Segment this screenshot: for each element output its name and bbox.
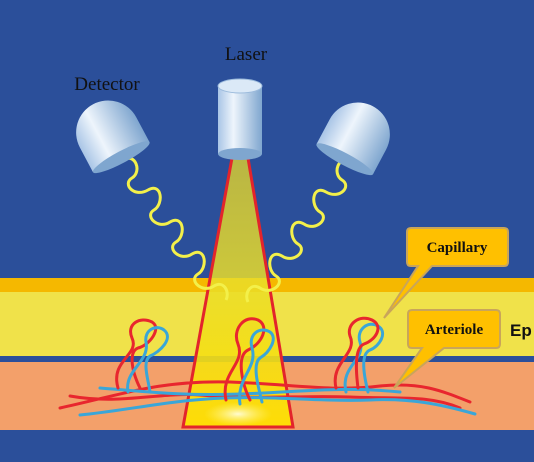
wave-left [121, 156, 229, 301]
blood-vessels [58, 316, 477, 417]
detector-label: Detector [74, 74, 140, 95]
laser-device-icon [217, 78, 263, 160]
wave-right [245, 158, 353, 303]
epidermis-label: Ep [510, 321, 532, 340]
capillary-callout: Capillary [383, 227, 509, 319]
detector-icon [316, 102, 390, 176]
arteriole-callout: Arteriole [393, 309, 501, 389]
laser-label: Laser [225, 44, 268, 65]
capillary-label: Capillary [427, 240, 488, 256]
arteriole-label: Arteriole [425, 322, 484, 338]
detector-icon [76, 100, 150, 174]
beam-focus-glow [204, 402, 272, 426]
